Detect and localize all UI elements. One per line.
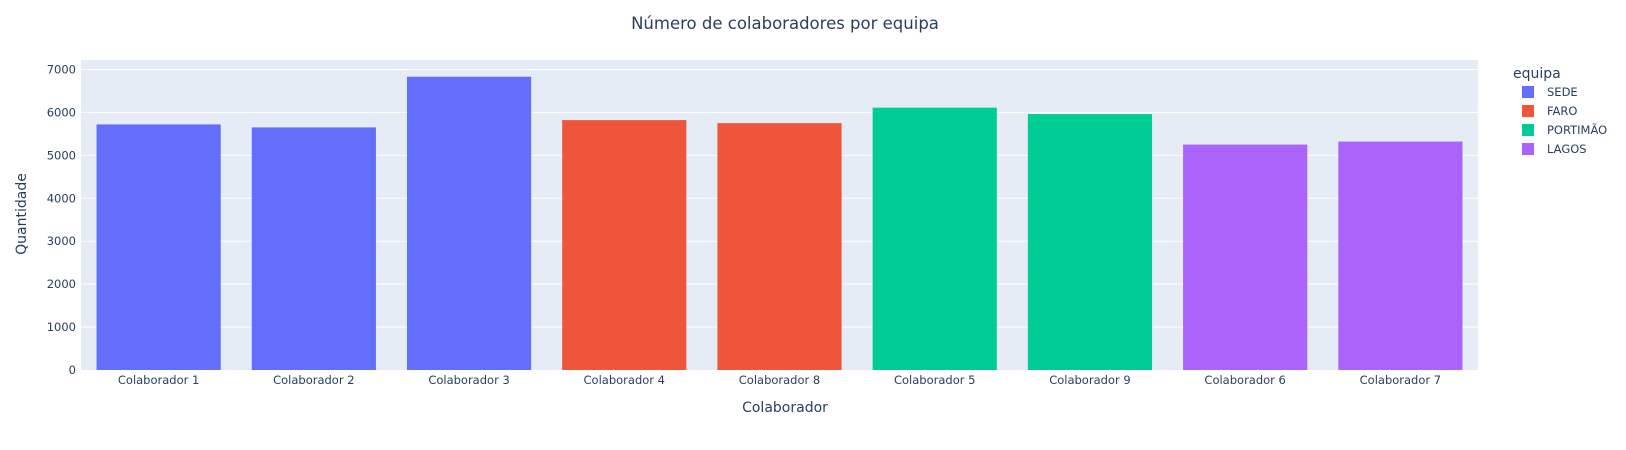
x-tick-label: Colaborador 3 — [428, 373, 509, 387]
legend-label[interactable]: FARO — [1547, 104, 1577, 118]
x-axis-title: Colaborador — [742, 400, 828, 416]
bar[interactable] — [1027, 114, 1153, 370]
x-tick-label: Colaborador 2 — [273, 373, 354, 387]
legend-label[interactable]: LAGOS — [1547, 142, 1587, 156]
x-tick-label: Colaborador 9 — [1049, 373, 1130, 387]
bar[interactable] — [251, 127, 376, 370]
bar[interactable] — [406, 76, 532, 371]
bar[interactable] — [1338, 141, 1463, 370]
legend-title: equipa — [1513, 66, 1561, 82]
x-tick-label: Colaborador 1 — [118, 373, 199, 387]
x-tick-label: Colaborador 7 — [1360, 373, 1441, 387]
y-tick-label: 4000 — [47, 191, 76, 205]
legend-label[interactable]: SEDE — [1547, 85, 1578, 99]
x-axis-ticks: Colaborador 1 Colaborador 2 Colaborador 3 C… — [118, 373, 1441, 387]
y-tick-label: 2000 — [47, 277, 76, 291]
y-tick-label: 7000 — [47, 62, 76, 76]
legend-swatch[interactable] — [1522, 105, 1534, 117]
bar[interactable] — [96, 124, 221, 370]
x-tick-label: Colaborador 8 — [739, 373, 820, 387]
y-tick-label: 1000 — [47, 320, 76, 334]
bars — [96, 76, 1463, 371]
bar[interactable] — [1183, 144, 1308, 370]
legend-swatch[interactable] — [1522, 124, 1534, 136]
y-tick-label: 0 — [69, 363, 76, 377]
y-tick-label: 6000 — [47, 105, 76, 119]
legend-label[interactable]: PORTIMÃO — [1547, 122, 1607, 137]
x-tick-label: Colaborador 6 — [1204, 373, 1285, 387]
legend: equipa SEDE FARO PORTIMÃO LAGOS — [1513, 66, 1607, 156]
bar[interactable] — [562, 120, 687, 370]
legend-swatch[interactable] — [1522, 86, 1534, 98]
y-tick-label: 5000 — [47, 148, 76, 162]
x-tick-label: Colaborador 5 — [894, 373, 975, 387]
y-axis-ticks: 0 1000 2000 3000 4000 5000 6000 7000 — [47, 62, 76, 377]
x-tick-label: Colaborador 4 — [584, 373, 665, 387]
y-axis-title: Quantidade — [14, 173, 30, 255]
bar[interactable] — [872, 107, 997, 371]
chart-title: Número de colaboradores por equipa — [631, 14, 939, 33]
y-tick-label: 3000 — [47, 234, 76, 248]
bar[interactable] — [717, 123, 842, 371]
legend-swatch[interactable] — [1522, 143, 1534, 155]
